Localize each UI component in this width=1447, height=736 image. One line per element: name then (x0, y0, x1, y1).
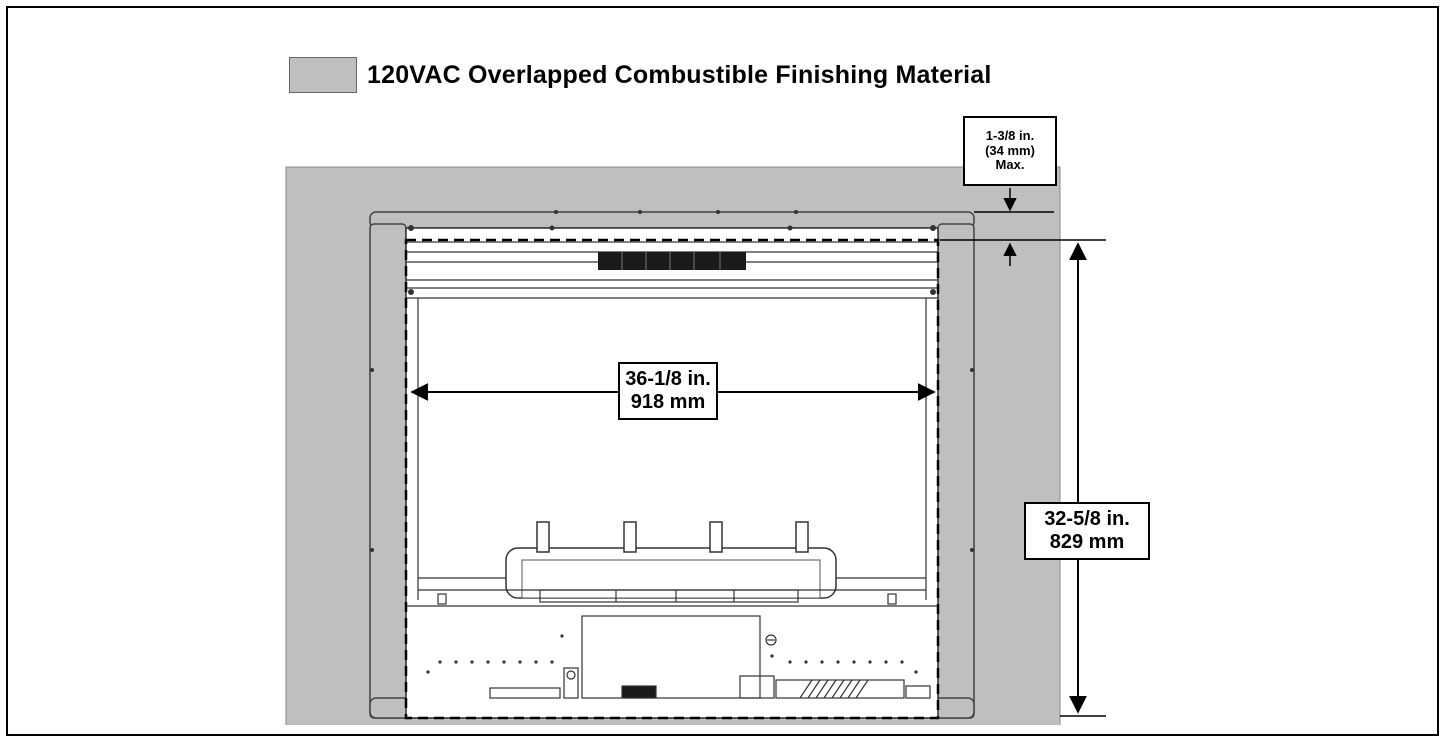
overlap-note: Max. (995, 157, 1025, 173)
legend-swatch (289, 57, 357, 93)
control-panel (489, 615, 931, 699)
base-rail (406, 577, 938, 607)
overlap-dimension (974, 188, 1054, 266)
legend: 120VAC Overlapped Combustible Finishing … (289, 57, 992, 93)
log-grate (505, 521, 837, 599)
width-imperial: 36-1/8 in. (625, 368, 711, 390)
vent-grille (598, 252, 746, 270)
firebox-body (405, 227, 939, 719)
panel-dots (426, 634, 918, 674)
height-imperial: 32-5/8 in. (1044, 508, 1130, 530)
height-extension-lines (940, 239, 1106, 717)
inner-walls (417, 298, 927, 600)
opening-outline (404, 238, 940, 720)
overlap-imperial: 1-3/8 in. (985, 127, 1035, 143)
height-dimension-label: 32-5/8 in. 829 mm (1024, 502, 1150, 560)
legend-label: 120VAC Overlapped Combustible Finishing … (367, 60, 992, 89)
height-metric: 829 mm (1049, 531, 1125, 553)
overlap-dimension-label: 1-3/8 in. (34 mm) Max. (963, 116, 1057, 186)
width-dimension-label: 36-1/8 in. 918 mm (618, 362, 718, 420)
screws (370, 210, 974, 552)
width-metric: 918 mm (630, 391, 706, 413)
overlap-metric: (34 mm) (985, 142, 1035, 158)
